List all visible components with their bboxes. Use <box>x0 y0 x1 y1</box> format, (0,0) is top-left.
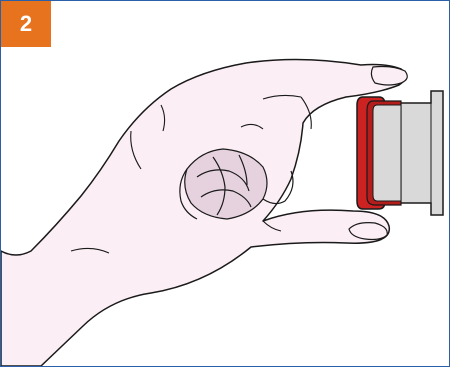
step-number-badge: 2 <box>1 1 51 47</box>
step-number: 2 <box>20 11 32 37</box>
hand <box>1 59 407 366</box>
red-holder <box>357 97 401 209</box>
